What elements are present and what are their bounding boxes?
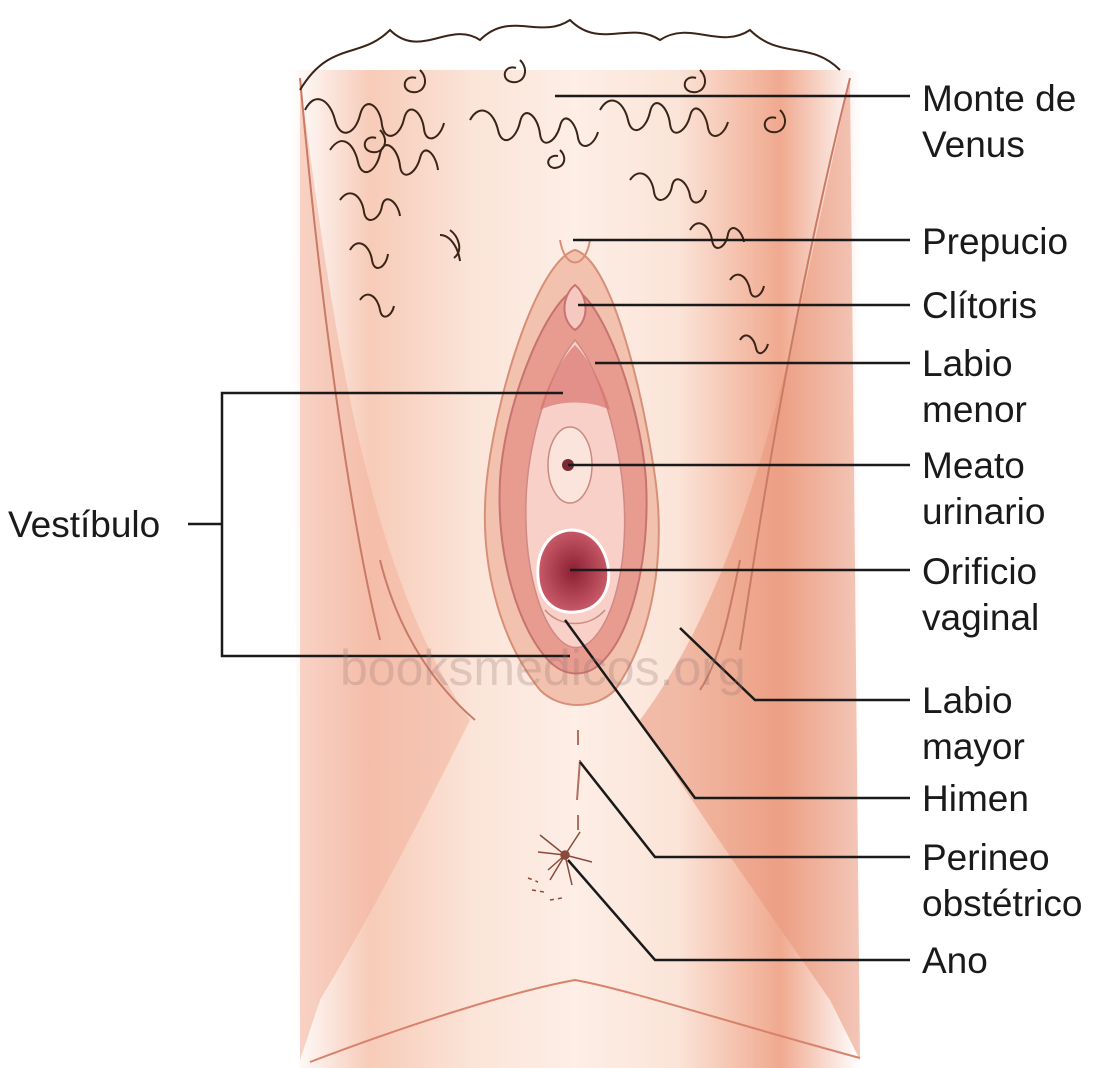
- label-labio-menor-line2: menor: [922, 389, 1027, 430]
- label-himen: Himen: [922, 778, 1029, 819]
- label-ano: Ano: [922, 940, 988, 981]
- label-prepucio: Prepucio: [922, 221, 1068, 262]
- label-orificio-vaginal-line2: vaginal: [922, 597, 1039, 638]
- label-meato-urinario-line2: urinario: [922, 491, 1045, 532]
- label-clitoris: Clítoris: [922, 285, 1037, 326]
- label-orificio-vaginal-line1: Orificio: [922, 551, 1037, 592]
- label-labio-menor-line1: Labio: [922, 343, 1013, 384]
- label-labio-mayor-line1: Labio: [922, 680, 1013, 721]
- label-perineo-obstetrico-line2: obstétrico: [922, 883, 1082, 924]
- label-monte-de-venus-line2: Venus: [922, 124, 1025, 165]
- label-perineo-obstetrico-line1: Perineo: [922, 837, 1050, 878]
- label-monte-de-venus-line1: Monte de: [922, 78, 1076, 119]
- label-labio-mayor-line2: mayor: [922, 726, 1025, 767]
- body-illustration: [290, 20, 860, 1068]
- label-meato-urinario-line1: Meato: [922, 445, 1025, 486]
- watermark: booksmedicos.org: [340, 640, 746, 696]
- label-vestibulo: Vestíbulo: [8, 504, 160, 545]
